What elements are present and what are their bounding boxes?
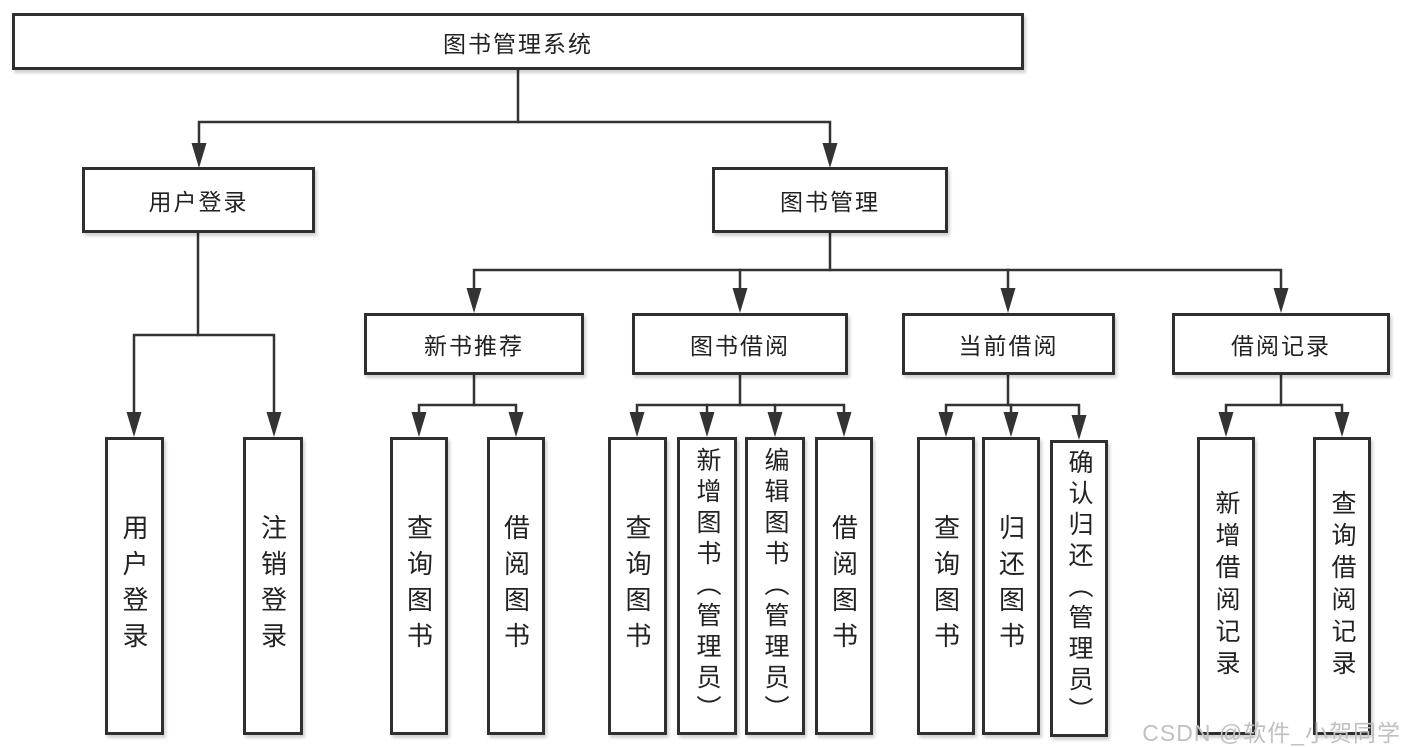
- leaf-user-login-label: 用户登录: [119, 514, 149, 658]
- leaf-edit-book-admin: 编辑图书（管理员）: [745, 437, 805, 735]
- leaf-query-borrow-record-label: 查询借阅记录: [1328, 490, 1356, 682]
- node-book-borrow: 图书借阅: [632, 313, 848, 375]
- node-book-management: 图书管理: [712, 167, 948, 233]
- leaf-query-books-borrow-label: 查询图书: [622, 514, 652, 658]
- leaf-borrow-books-label: 借阅图书: [828, 514, 859, 658]
- csdn-watermark: CSDN @软件_小贺同学: [1142, 720, 1401, 746]
- leaf-borrow-books: 借阅图书: [815, 437, 873, 735]
- connector: [132, 333, 276, 421]
- node-user-login-label: 用户登录: [148, 189, 249, 215]
- arrowheads: [126, 143, 1350, 440]
- leaf-borrow-books-recommend: 借阅图书: [487, 437, 545, 735]
- connector: [417, 403, 518, 421]
- node-root-label: 图书管理系统: [443, 30, 593, 57]
- node-borrow-records: 借阅记录: [1172, 313, 1390, 375]
- leaf-logout-label: 注销登录: [257, 514, 288, 658]
- leaf-confirm-return-admin: 确认归还（管理员）: [1050, 440, 1108, 737]
- connector: [472, 268, 1283, 297]
- leaf-borrow-books-recommend-label: 借阅图书: [500, 514, 531, 658]
- connector: [197, 120, 832, 148]
- leaf-logout: 注销登录: [243, 437, 303, 735]
- node-new-book-recommend-label: 新书推荐: [424, 333, 524, 359]
- leaf-return-book: 归还图书: [982, 437, 1040, 735]
- node-root: 图书管理系统: [12, 13, 1024, 70]
- node-borrow-records-label: 借阅记录: [1231, 333, 1331, 359]
- connector: [1224, 403, 1344, 421]
- connector: [635, 403, 846, 421]
- leaf-add-borrow-record-label: 新增借阅记录: [1212, 490, 1240, 682]
- leaf-query-books-current-label: 查询图书: [930, 514, 961, 658]
- leaf-return-book-label: 归还图书: [995, 514, 1026, 658]
- leaf-user-login: 用户登录: [105, 437, 164, 735]
- leaf-add-borrow-record: 新增借阅记录: [1197, 437, 1255, 735]
- leaf-add-book-admin-label: 新增图书（管理员）: [693, 446, 721, 726]
- leaf-query-books-recommend: 查询图书: [390, 437, 448, 735]
- node-new-book-recommend: 新书推荐: [364, 313, 584, 375]
- leaf-query-borrow-record: 查询借阅记录: [1313, 437, 1371, 735]
- node-current-borrow: 当前借阅: [902, 313, 1115, 375]
- node-user-login: 用户登录: [82, 167, 315, 233]
- node-current-borrow-label: 当前借阅: [958, 333, 1059, 359]
- node-book-management-label: 图书管理: [780, 189, 880, 215]
- leaf-add-book-admin: 新增图书（管理员）: [677, 437, 737, 735]
- leaf-edit-book-admin-label: 编辑图书（管理员）: [761, 446, 789, 726]
- leaf-confirm-return-admin-label: 确认归还（管理员）: [1065, 449, 1093, 728]
- leaf-query-books-current: 查询图书: [917, 437, 975, 735]
- leaf-query-books-borrow: 查询图书: [608, 437, 667, 735]
- leaf-query-books-recommend-label: 查询图书: [403, 514, 434, 658]
- node-book-borrow-label: 图书借阅: [690, 333, 790, 359]
